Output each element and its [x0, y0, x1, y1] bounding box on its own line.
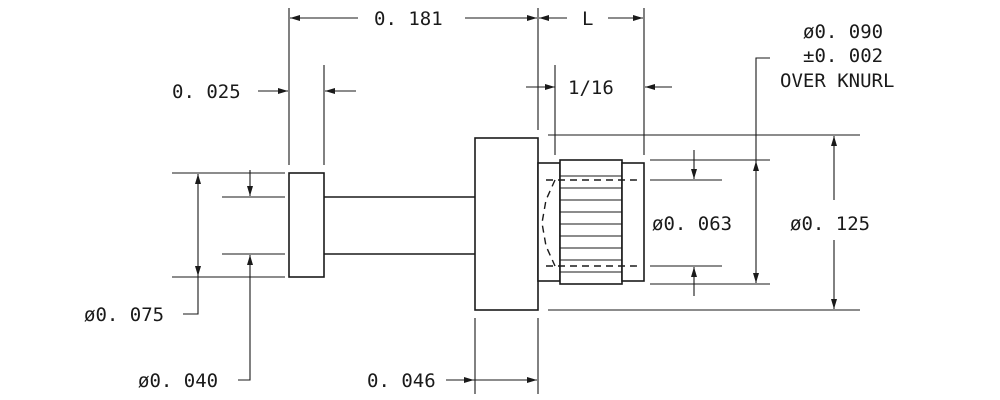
- dimension-lines: [183, 15, 837, 383]
- hidden-lines: [541, 179, 640, 267]
- label-diameter-0063: ø0. 063: [652, 213, 732, 235]
- leader-0075: [183, 276, 199, 315]
- leader-0040: [238, 282, 251, 381]
- collar: [288, 172, 325, 278]
- label-over-knurl: OVER KNURL: [780, 70, 894, 92]
- extension-lines: [172, 8, 860, 394]
- knurl-lines: [560, 175, 622, 273]
- label-diameter-0040: ø0. 040: [138, 370, 218, 392]
- label-tolerance-0002: ±0. 002: [803, 45, 883, 67]
- label-diameter-0075: ø0. 075: [84, 304, 164, 326]
- label-length-1-16: 1/16: [568, 77, 614, 99]
- dimension-labels: 0. 181 L 1/16 0. 025 ø0. 090 ±0. 002 OVE…: [84, 8, 894, 392]
- label-diameter-0090: ø0. 090: [803, 21, 883, 43]
- leader-0090: [755, 57, 770, 161]
- tip: [621, 162, 645, 282]
- label-thickness-0025: 0. 025: [172, 81, 241, 103]
- part-outline: [288, 137, 645, 311]
- flange-head: [474, 137, 539, 311]
- label-length-0181: 0. 181: [374, 8, 443, 30]
- label-diameter-0125: ø0. 125: [790, 213, 870, 235]
- label-length-0046: 0. 046: [367, 370, 436, 392]
- label-length-L: L: [582, 8, 593, 30]
